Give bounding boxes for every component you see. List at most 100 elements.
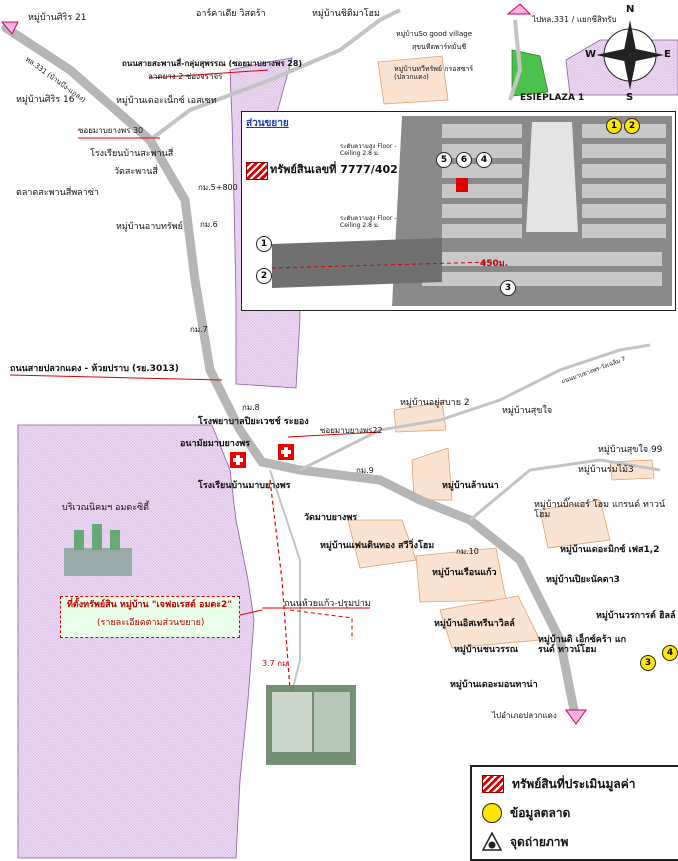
km-6: กม.6 [200,220,218,229]
market-point-3: 3 [640,655,656,671]
market-point-1: 1 [606,118,622,134]
place-school-sapan: โรงเรียนบ้านสะพานสี่ [90,149,174,159]
km-8: กม.8 [242,403,260,412]
place-school-map: โรงเรียนบ้านมาบยางพร [198,481,291,491]
entrance-road [272,238,442,288]
legend-market-row: ข้อมูลตลาด [482,802,570,824]
road-to331: ไปทล.331 / แยกซีสิทรับ [532,15,617,24]
village-sukjai99: หมู่บ้านสุขใจ 99 [598,445,663,455]
direction-arrow-nw [0,21,19,35]
village-area-8 [377,55,449,105]
village-rommai3: หมู่บ้านร่มไม้3 [578,465,634,475]
village-themix: หมู่บ้านเดอะมิกซ์ เฟส1,2 [560,545,660,555]
legend-asset-swatch [482,775,504,793]
market-point-4: 4 [662,645,678,661]
property-label: ที่ตั้งทรัพย์สิน หมู่บ้าน "เจฟอเรสต์ อมต… [67,600,233,610]
road-east2 [469,458,661,522]
road-lane2: ลาดยาง 2 ช่องจราจร [148,72,223,81]
place-hospital: โรงพยาบาลปิยะเวชช์ ระยอง [198,417,309,427]
km-5800: กม.5+800 [198,183,238,192]
village-sogood: หมู่บ้านSo good village [396,30,473,38]
main-road [1,23,580,720]
village-sukjai: หมู่บ้านสุขใจ [502,406,553,416]
km-10: กม.10 [456,547,479,556]
photo-point-1: 1 [256,236,272,252]
road-to331 [508,19,523,101]
village-istrina: หมู่บ้านอิสเทรีนาวิลล์ [434,619,515,629]
road-south-branch [269,469,301,701]
village-siri21: หมู่บ้านศิริร 21 [28,13,87,23]
road-east [299,343,651,472]
place-health: อนามัยมาบยางพร [180,439,251,449]
village-bigair: หมู่บ้านบิ๊กแอร์ โฮม แกรนด์ ทาวน์โฮม [534,500,666,520]
inset-title: ส่วนขยาย [246,118,289,129]
place-market: ตลาดสะพานสี่พลาซ่า [16,188,99,198]
village-yusabai2: หมู่บ้านอยู่สบาย 2 [400,398,470,408]
property-callout: ที่ตั้งทรัพย์สิน หมู่บ้าน "เจฟอเรสต์ อมต… [60,596,240,638]
km-7: กม.7 [190,325,208,334]
dashed-route [269,479,291,691]
village-fantin: หมู่บ้านแฟนตินทอง สวีวิ่งโฮม [320,541,435,551]
place-plaza: ESIEPLAZA 1 [520,93,585,103]
factory-icon [64,524,132,576]
compass-rose [596,20,664,90]
legend-asset-label: ทรัพย์สินที่ประเมินมูลค่า [512,776,636,791]
legend: ทรัพย์สินที่ประเมินมูลค่า ข้อมูลตลาด จุด… [470,765,678,861]
property-sub: (รายละเอียดตามส่วนขยาย) [97,618,205,628]
road-to-plaukdaeng: ไปอำเภอปลวกแดง [492,711,557,720]
road-soi22: ซอยมาบยางพร22 [320,426,383,435]
property-block-detail [272,692,312,752]
inset-drawing [248,116,672,306]
hospital-icon [230,452,246,468]
road-plaukdaeng: ถนนสายปลวกแดง - ห้วยปราบ (รย.3013) [10,364,179,374]
village-area-5 [439,595,541,649]
photo-point-3: 3 [500,280,516,296]
photo-point-2: 2 [256,268,272,284]
asset-swatch [246,162,268,180]
village-siri16: หมู่บ้านศิริร 16 [16,95,75,105]
photo-point-4: 4 [476,152,492,168]
compass-e: E [664,49,671,60]
km-9: กม.9 [356,466,374,475]
inset-note2: ระดับความสูง Floor - Ceiling 2.8 ม. [340,215,397,229]
village-worakan: หมู่บ้านวรการต์ ฮิลล์ [596,611,676,621]
market-point-2: 2 [624,118,640,134]
village-montana: หมู่บ้านเดอะมอนทาน่า [450,680,538,690]
legend-photo-row: จุดถ่ายภาพ [482,831,568,853]
village-area-6 [539,499,611,549]
road-huayprap: ถนนห้วยแก้ว-ปรุมปาม [284,599,371,609]
place-temple-map: วัดมาบยางพร [304,513,358,523]
village-area-2 [411,447,453,501]
compass-n: N [626,4,635,15]
compass-w: W [585,49,597,60]
village-piyanat3: หมู่บ้านปิยะนัคดา3 [546,575,620,585]
callout-line-plaukdaeng [9,374,223,381]
village-next: หมู่บ้านเดอะเน็กซ์ เอสเซท [116,96,217,106]
legend-asset-row: ทรัพย์สินที่ประเมินมูลค่า [482,773,636,795]
village-abthap: หมู่บ้านอาบทรัพย์ [116,222,183,232]
dist-37: 3.7 กม. [262,659,290,668]
inset-asset: ทรัพย์สินเลขที่ 7777/402 [270,163,398,176]
village-chitima: หมู่บ้านชิติมาโฮม [312,9,380,19]
callout-line-soi22 [287,431,381,438]
property-block-detail-2 [314,692,350,752]
legend-photo-label: จุดถ่ายภาพ [510,834,569,849]
place-temple-sapan: วัดสะพานสี่ [114,167,158,177]
road-soi30: ซอยมาบยางพร 30 [78,126,144,135]
legend-market-swatch [482,803,502,823]
direction-arrow-s [565,709,587,725]
asset-marker [456,178,468,192]
legend-market-label: ข้อมูลตลาด [510,805,571,820]
place-industrial: บริเวณนิคมฯ อมตะซิตี้ [62,503,150,513]
hospital-icon-2 [278,444,294,460]
place-market2: สุขนทีตพาร์ทมั่นชี [412,43,467,51]
village-extra: หมู่บ้านดิ เอ็กซ์คร้า แกรนด์ ทาวน์โฮม [538,635,627,655]
photo-point-6: 6 [456,152,472,168]
inset-map: ส่วนขยาย ทรัพย์สินเลขที่ 7777/402 450ม. … [241,111,676,311]
inset-dist: 450ม. [480,259,509,269]
village-taweesap: หมู่บ้านทวีทรัพย์ กรอสซาร์ (ปลวกแดง) [394,65,474,81]
inset-note1: ระดับความสูง Floor - Ceiling 2.8 ม. [340,143,397,157]
callout-line-soi28 [149,69,269,79]
photo-point-5: 5 [436,152,452,168]
